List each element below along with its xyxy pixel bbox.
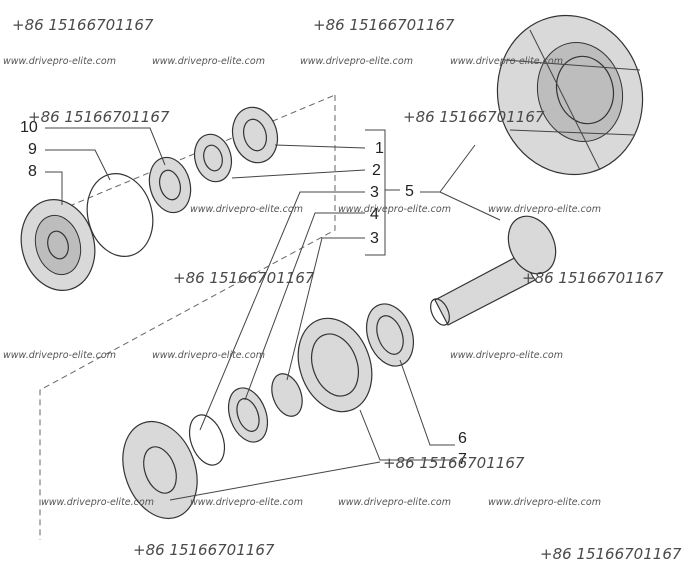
- leader-7: [169, 409, 455, 501]
- assembly-dashed-outline: [39, 94, 336, 540]
- callout-9: 9: [28, 141, 37, 158]
- watermark-url: www.drivepro-elite.com: [488, 204, 601, 215]
- watermark-url: www.drivepro-elite.com: [338, 497, 451, 508]
- leader-8: [45, 171, 63, 205]
- watermark-url: www.drivepro-elite.com: [488, 497, 601, 508]
- callout-6: 6: [458, 430, 467, 447]
- watermark-url: www.drivepro-elite.com: [300, 56, 413, 67]
- callout-2: 2: [372, 162, 381, 179]
- watermark-phone: +86 15166701167: [383, 454, 525, 472]
- callout-bracket: [365, 129, 400, 256]
- callout-4: 4: [370, 206, 379, 223]
- seal-10: [148, 156, 192, 214]
- watermark-phone: +86 15166701167: [133, 541, 275, 559]
- callout-3a: 3: [370, 184, 379, 201]
- spacer-ring-3a: [188, 414, 226, 466]
- watermark-url: www.drivepro-elite.com: [152, 350, 265, 361]
- callout-3b: 3: [370, 230, 379, 247]
- shim-1: [231, 106, 279, 164]
- callout-1: 1: [375, 140, 384, 157]
- shim-6: [366, 303, 414, 367]
- spacer-ring-3b: [271, 373, 303, 417]
- callout-7: 7: [458, 451, 467, 468]
- watermark-phone: +86 15166701167: [313, 16, 455, 34]
- watermark-url: www.drivepro-elite.com: [152, 56, 265, 67]
- watermark-url: www.drivepro-elite.com: [190, 204, 303, 215]
- watermark-url: www.drivepro-elite.com: [3, 350, 116, 361]
- watermark-phone: +86 15166701167: [540, 545, 682, 563]
- flange-8: [20, 199, 96, 291]
- bottom-bearing: [122, 420, 198, 520]
- bearing-7: [297, 317, 373, 413]
- leader-10: [45, 127, 166, 166]
- leader-3a: [199, 191, 365, 431]
- watermark-phone: +86 15166701167: [28, 108, 170, 126]
- leader-4: [244, 212, 365, 401]
- watermark-url: www.drivepro-elite.com: [190, 497, 303, 508]
- watermark-phone: +86 15166701167: [12, 16, 154, 34]
- watermark-url: www.drivepro-elite.com: [450, 350, 563, 361]
- o-ring-9: [86, 172, 154, 258]
- leader-6: [399, 359, 455, 446]
- callout-8: 8: [28, 163, 37, 180]
- leader-3b: [286, 237, 365, 381]
- bearing-cup-4: [227, 387, 269, 443]
- watermark-phone: +86 15166701167: [403, 108, 545, 126]
- watermark-phone: +86 15166701167: [173, 269, 315, 287]
- callout-5: 5: [405, 183, 414, 200]
- leader-1: [274, 144, 366, 149]
- watermark-phone: +86 15166701167: [522, 269, 664, 287]
- watermark-url: www.drivepro-elite.com: [41, 497, 154, 508]
- leader-9: [45, 149, 111, 181]
- nut-2: [193, 133, 233, 183]
- watermark-url: www.drivepro-elite.com: [450, 56, 563, 67]
- watermark-url: www.drivepro-elite.com: [338, 204, 451, 215]
- callout-10: 10: [20, 119, 38, 136]
- pinion-shaft: [430, 215, 557, 326]
- watermark-url: www.drivepro-elite.com: [3, 56, 116, 67]
- leader-2: [231, 169, 366, 179]
- ring-gear: [496, 14, 644, 176]
- leader-5: [420, 144, 501, 221]
